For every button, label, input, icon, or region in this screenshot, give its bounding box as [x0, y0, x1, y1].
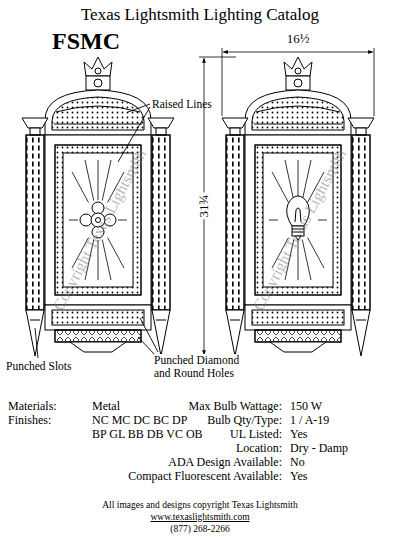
spec-label: Location: [236, 442, 282, 456]
spec-value: BP GL BB DB VC OB [92, 428, 203, 442]
spec-label: Max Bulb Wattage: [189, 400, 282, 414]
footer-note: All images and designs copyright Texas L… [102, 500, 297, 511]
callout-label: Punched Diamond and Round Holes [152, 354, 248, 380]
dimension: 31¾ [197, 193, 212, 220]
dimension: 16½ [287, 32, 310, 47]
footer-link: www.texaslightsmith.com [150, 512, 249, 523]
spec-label: Finishes: [8, 414, 51, 428]
spec-value: NC MC DC BC DP [92, 414, 187, 428]
spec-label: Materials: [8, 400, 57, 414]
callout-label: Punched Slots [6, 360, 72, 373]
catalog-title: Texas Lightsmith Lighting Catalog [81, 5, 319, 25]
spec-value: No [290, 456, 305, 470]
spec-value: 1 / A-19 [290, 414, 329, 428]
spec-value: Yes [290, 428, 307, 442]
spec-value: Dry - Damp [290, 442, 348, 456]
footer-phone: (877) 268-2266 [170, 524, 229, 535]
spec-label: UL Listed: [230, 428, 282, 442]
spec-label: ADA Design Available: [168, 456, 282, 470]
spec-label: Compact Fluorescent Available: [128, 470, 282, 484]
spec-value: Metal [92, 400, 120, 414]
spec-value: 150 W [290, 400, 322, 414]
spec-value: Yes [290, 470, 307, 484]
model-code: FSMC [52, 28, 120, 56]
spec-label: Bulb Qty/Type: [207, 414, 282, 428]
callout-label: Raised Lines [152, 98, 212, 111]
